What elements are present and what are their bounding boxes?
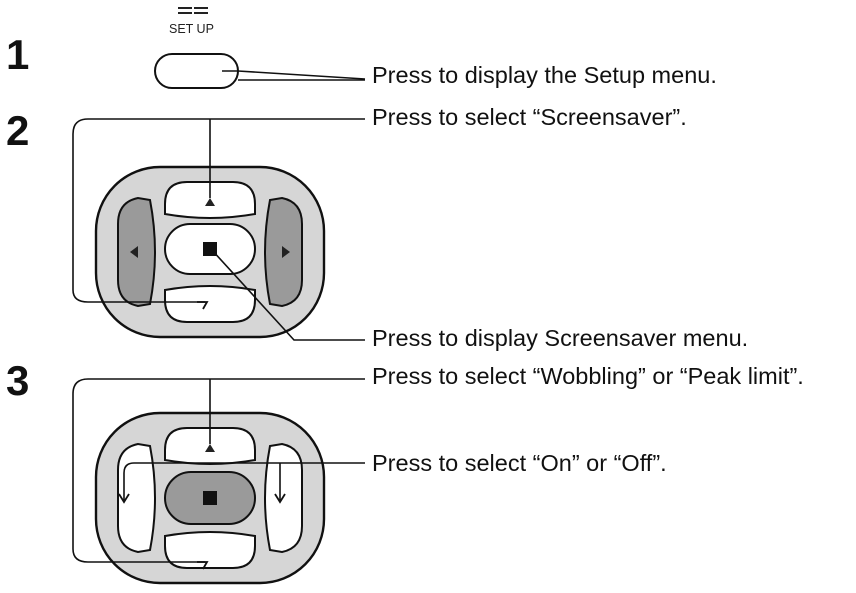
- step-2-number: 2: [6, 107, 30, 154]
- step-1-number: 1: [6, 31, 30, 78]
- arrow-right-hook-step-3: [274, 493, 286, 504]
- caption-select-on-off: Press to select “On” or “Off”.: [372, 450, 667, 476]
- leader-left-right-step-3: [123, 462, 365, 500]
- caption-select-screensaver: Press to select “Screensaver”.: [372, 104, 687, 130]
- arrow-left-hook-step-3: [118, 493, 130, 504]
- caption-select-wobbling-peak: Press to select “Wobbling” or “Peak limi…: [372, 363, 804, 389]
- arrow-up-icon: [205, 444, 215, 452]
- leader-up-down-step-2: [72, 118, 365, 303]
- setup-button-label: SET UP: [169, 22, 214, 36]
- step-3-number: 3: [6, 357, 30, 404]
- arrow-left-icon: [130, 246, 138, 258]
- arrow-up-icon: [205, 198, 215, 206]
- dpad-step-2: [94, 165, 326, 339]
- leader-line-setup: [222, 70, 366, 80]
- dpad3-down-key[interactable]: [164, 531, 256, 569]
- dpad3-left-key[interactable]: [117, 442, 156, 554]
- arrow-down-hook-step-3: [197, 561, 209, 570]
- stop-square-icon: [203, 491, 217, 505]
- caption-setup-menu: Press to display the Setup menu.: [372, 62, 717, 88]
- menu-lines-icon: [178, 7, 208, 14]
- caption-display-screensaver-menu: Press to display Screensaver menu.: [372, 325, 749, 351]
- leader-center-step-2: [210, 248, 365, 341]
- arrow-right-icon: [282, 246, 290, 258]
- leader-up-down-step-3: [72, 378, 365, 563]
- arrow-down-hook-step-2: [197, 301, 209, 310]
- dpad2-down-key[interactable]: [164, 285, 256, 323]
